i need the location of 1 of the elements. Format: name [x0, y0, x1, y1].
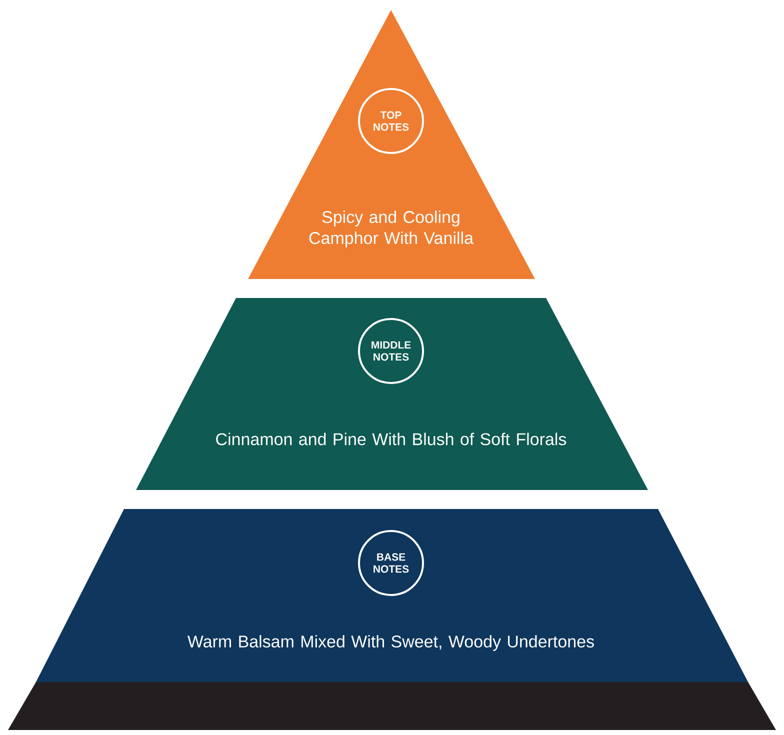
- base-bar: [8, 682, 776, 730]
